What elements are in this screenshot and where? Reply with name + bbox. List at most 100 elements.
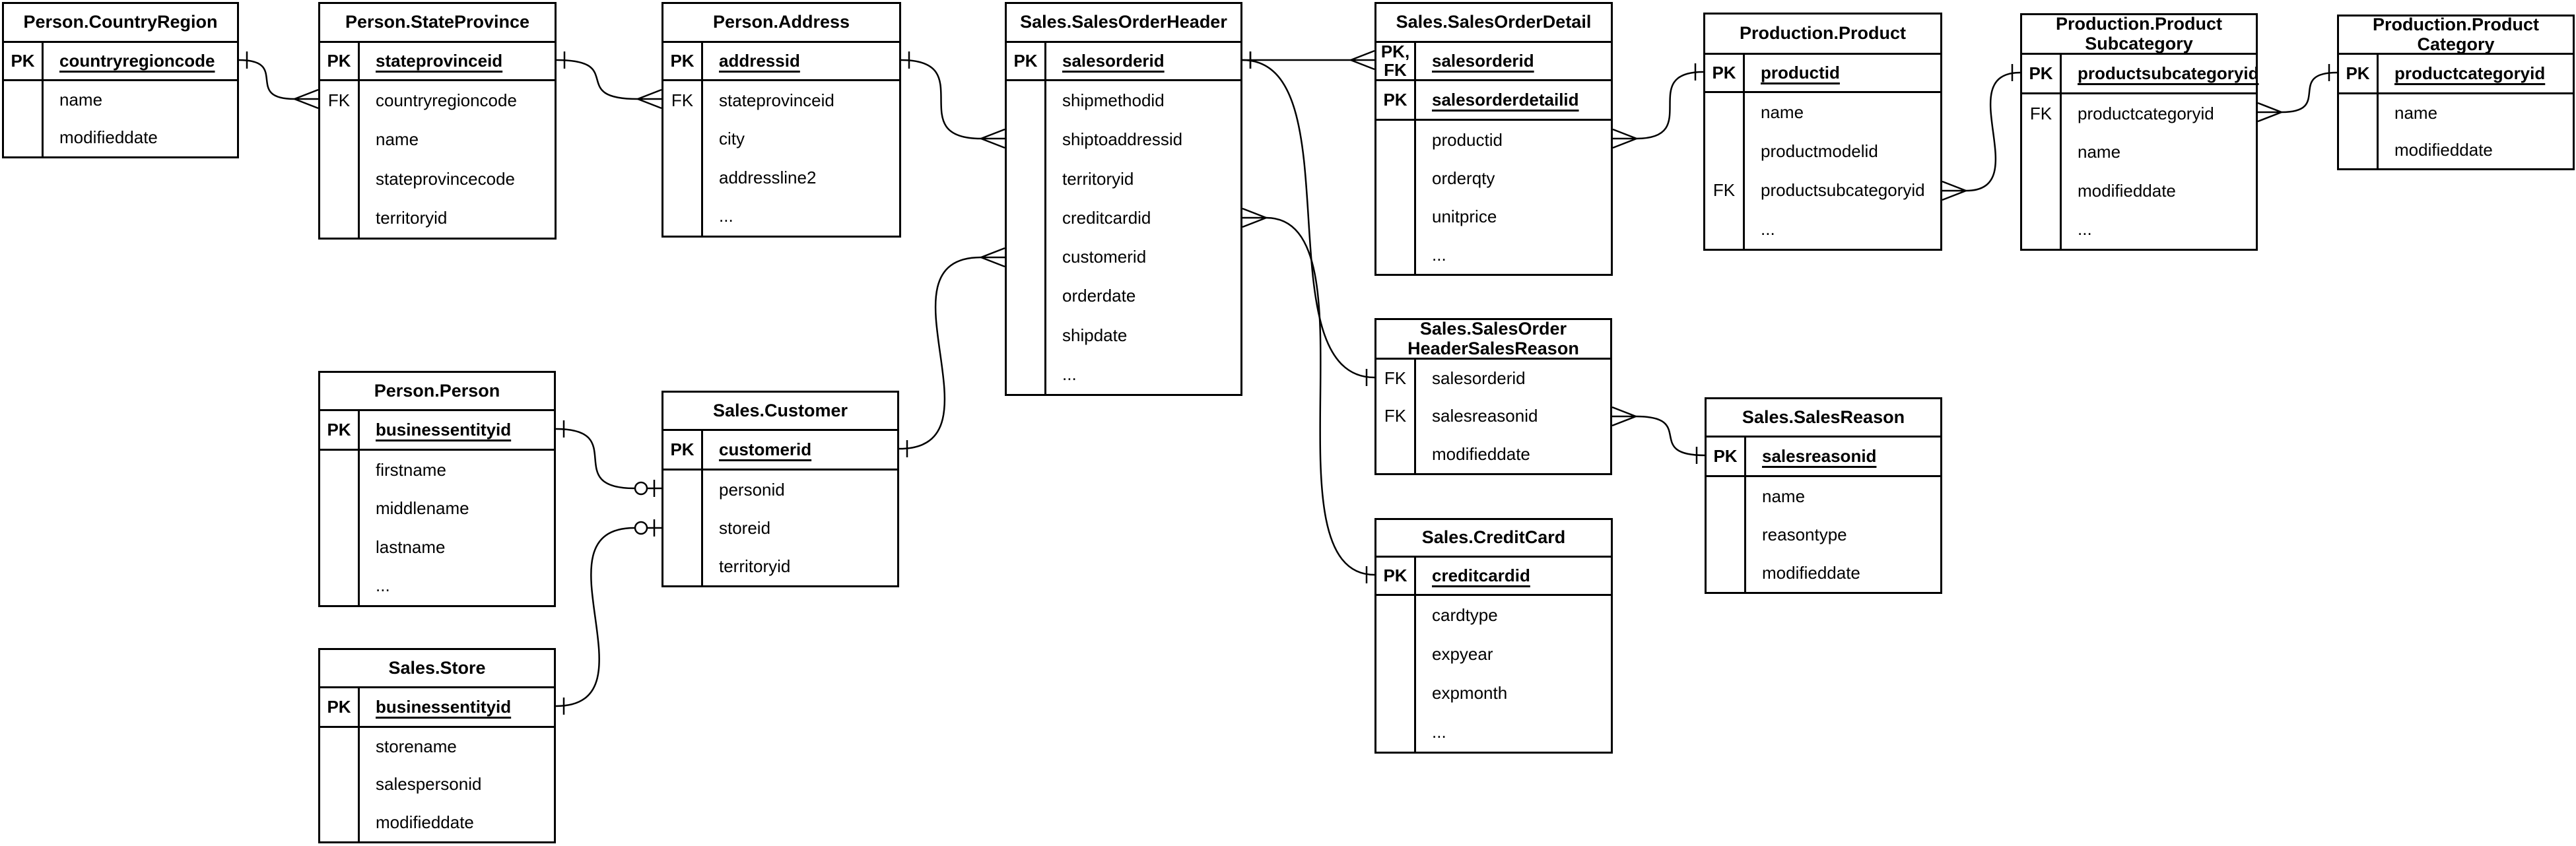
key-badge [1707,515,1746,554]
relationship-sales_salesorderheader--sales_salesorderheadersalesreason [1242,51,1375,386]
column-name: businessentityid [376,697,512,717]
table-row: shipmethodid [1007,81,1240,121]
table-row: storename [320,728,554,766]
table-title: Sales.Customer [663,393,897,431]
cardinality-many-crowsfoot [980,247,1005,268]
key-badge [1007,354,1046,394]
table-row: territoryid [1007,159,1240,199]
key-badge [2339,131,2379,168]
column-name: salespersonid [376,774,482,795]
column-name: ... [1761,219,1775,239]
key-badge [4,81,44,119]
key-badge [1007,238,1046,277]
key-badge: PK [1376,81,1416,119]
column-name: salesreasonid [1432,406,1538,426]
table-title: Person.Person [320,373,554,411]
column-name: reasontype [1762,524,1847,544]
table-row: unitprice [1376,197,1611,236]
column-name: expyear [1432,644,1493,664]
column-name: middlename [376,498,469,519]
key-badge [1376,674,1416,713]
table-row: orderqty [1376,159,1611,197]
table-row: expmonth [1376,674,1611,713]
table-row: name [2022,133,2256,172]
column-name: customerid [719,439,812,459]
table-row: middlename [320,489,554,528]
column-name: stateprovinceid [376,51,503,71]
key-badge: FK [1376,360,1416,398]
table-row: personid [663,471,897,509]
column-name: productid [1432,129,1503,150]
table-row: expyear [1376,635,1611,674]
column-name: addressline2 [719,167,817,187]
key-badge [1705,132,1745,171]
column-name: stateprovincecode [376,168,516,189]
column-name: productcategoryid [2078,103,2214,123]
table-row: name [4,81,237,119]
key-badge: PK [1007,43,1046,79]
key-badge [1376,236,1416,274]
table-title: Person.StateProvince [320,4,555,43]
table-row: modifieddate [2339,131,2573,168]
column-name: modifieddate [59,127,158,147]
column-name: name [1761,102,1804,122]
table-title: Sales.SalesReason [1707,399,1940,438]
column-name: name [376,129,419,150]
key-badge [320,728,360,766]
column-name: ... [1062,364,1077,384]
column-name: orderqty [1432,168,1495,188]
table-row: name [1707,477,1940,515]
table-row: firstname [320,451,554,490]
table-row: shipdate [1007,315,1240,355]
key-badge: PK [320,43,360,79]
key-badge: PK, FK [1376,43,1416,79]
column-name: shiptoaddressid [1062,129,1183,150]
column-name: name [2394,102,2438,123]
column-name: territoryid [376,207,448,228]
table-row: modifieddate [320,803,554,841]
key-badge: PK [663,431,703,469]
table-row: modifieddate [4,119,237,156]
key-badge [2022,133,2062,172]
key-badge: PK [2339,55,2379,92]
relationship-production_product--sales_salesorderdetail [1612,63,1704,149]
key-badge [320,159,360,199]
column-name: modifieddate [2394,139,2493,160]
column-name: countryregioncode [59,51,215,71]
zero-circle [634,521,648,535]
cardinality-many-crowsfoot [2257,102,2282,123]
table-row: territoryid [663,547,897,585]
table-row: city [663,119,899,158]
key-badge [1007,315,1046,355]
key-badge [1376,596,1416,635]
column-name: productsubcategoryid [2078,63,2259,83]
key-badge [320,489,360,528]
column-name: productcategoryid [2394,63,2546,83]
